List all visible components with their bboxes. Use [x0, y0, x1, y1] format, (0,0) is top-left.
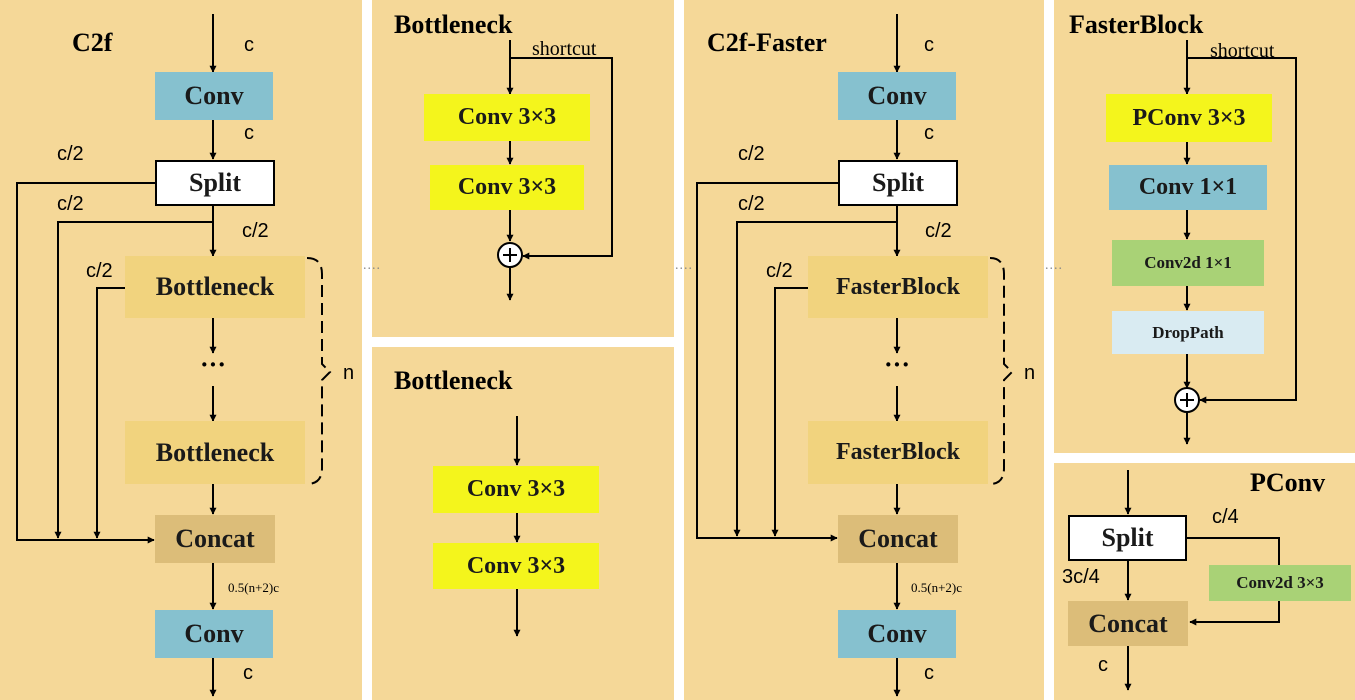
c2f-label-c2-inner: c/2 [86, 260, 113, 282]
c2f-label-c-in: c [244, 34, 254, 56]
c2f-faster-label-n: n [1024, 362, 1036, 384]
faster-block-droppath: DropPath [1112, 311, 1264, 354]
bottleneck-shortcut-label: shortcut [532, 38, 597, 60]
c2f-faster-block-last: FasterBlock [808, 421, 988, 484]
pconv-split: Split [1068, 515, 1187, 561]
c2f-label-ratio: 0.5(n+2)c [228, 580, 280, 595]
c2f-faster-block-first: FasterBlock [808, 256, 988, 318]
c2f-conv-output: Conv [155, 610, 273, 658]
c2f-label-c2-center: c/2 [242, 220, 269, 242]
pconv-label-c-out: c [1098, 654, 1108, 676]
c2f-faster-label-c2-center: c/2 [925, 220, 952, 242]
c2f-faster-label-c-mid: c [924, 122, 934, 144]
c2f-faster-label-c-out: c [924, 662, 934, 684]
faster-block-conv2d: Conv2d 1×1 [1112, 240, 1264, 286]
c2f-split: Split [155, 160, 275, 206]
bottleneck-shortcut-conv-first: Conv 3×3 [424, 94, 590, 141]
c2f-conv-input: Conv [155, 72, 273, 120]
pconv-conv2d: Conv2d 3×3 [1209, 565, 1351, 601]
c2f-faster-split: Split [838, 160, 958, 206]
c2f-label-c-mid: c [244, 122, 254, 144]
c2f-label-n: n [343, 362, 355, 384]
faster-block-title: FasterBlock [1069, 10, 1204, 39]
c2f-bottleneck-first: Bottleneck [125, 256, 305, 318]
pconv-concat: Concat [1068, 601, 1188, 646]
bottleneck-plain-conv-first: Conv 3×3 [433, 466, 599, 513]
c2f-label-c2-top: c/2 [57, 143, 84, 165]
panel-separator: .... [363, 258, 381, 273]
c2f-faster-label-c-in: c [924, 34, 934, 56]
bottleneck-plain-title: Bottleneck [394, 366, 513, 395]
c2f-title: C2f [72, 28, 113, 57]
faster-block-pconv: PConv 3×3 [1106, 94, 1272, 142]
faster-block-shortcut-label: shortcut [1210, 40, 1275, 62]
c2f-label-c-out: c [243, 662, 253, 684]
faster-block-conv: Conv 1×1 [1109, 165, 1267, 210]
c2f-faster-label-c2-top: c/2 [738, 143, 765, 165]
c2f-label-c2-second: c/2 [57, 193, 84, 215]
pconv-title: PConv [1250, 468, 1326, 497]
bottleneck-plain-conv-second: Conv 3×3 [433, 543, 599, 589]
pconv-label-3c4: 3c/4 [1062, 566, 1100, 588]
c2f-faster-concat: Concat [838, 515, 958, 563]
bottleneck-shortcut-conv-second: Conv 3×3 [430, 165, 584, 210]
c2f-faster-label-ratio: 0.5(n+2)c [911, 580, 963, 595]
faster-block-panel [1054, 0, 1355, 453]
c2f-faster-repeat-dots: ··· [884, 350, 911, 379]
c2f-faster-conv-output: Conv [838, 610, 956, 658]
panel-separator: .... [1045, 258, 1063, 273]
c2f-faster-title: C2f-Faster [707, 28, 827, 57]
pconv-label-c4: c/4 [1212, 506, 1239, 528]
c2f-faster-label-c2-inner: c/2 [766, 260, 793, 282]
bottleneck-shortcut-title: Bottleneck [394, 10, 513, 39]
bottleneck-plain-panel [372, 347, 674, 700]
c2f-repeat-dots: ··· [200, 350, 227, 379]
c2f-bottleneck-last: Bottleneck [125, 421, 305, 484]
c2f-concat: Concat [155, 515, 275, 563]
c2f-faster-conv-input: Conv [838, 72, 956, 120]
panel-separator: .... [675, 258, 693, 273]
c2f-faster-label-c2-second: c/2 [738, 193, 765, 215]
